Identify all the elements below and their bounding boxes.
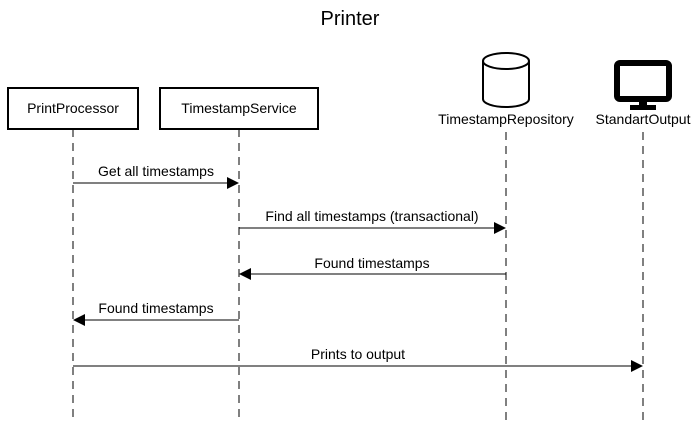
database-icon bbox=[482, 52, 530, 108]
monitor-icon bbox=[614, 60, 672, 110]
message-found-timestamps-repo: Found timestamps bbox=[239, 255, 506, 280]
participant-label: TimestampRepository bbox=[438, 111, 574, 127]
message-label: Find all timestamps (transactional) bbox=[265, 208, 478, 224]
message-found-timestamps-service: Found timestamps bbox=[73, 300, 239, 326]
message-label: Get all timestamps bbox=[98, 163, 214, 179]
participant-standartoutput: StandartOutput bbox=[596, 60, 691, 127]
participant-timestamprepository: TimestampRepository bbox=[438, 52, 574, 127]
participant-label: PrintProcessor bbox=[27, 100, 119, 116]
message-prints-to-output: Prints to output bbox=[73, 346, 643, 372]
participant-label: TimestampService bbox=[181, 100, 297, 116]
message-get-all-timestamps: Get all timestamps bbox=[73, 163, 239, 189]
diagram-title: Printer bbox=[321, 8, 380, 30]
participant-printprocessor: PrintProcessor bbox=[7, 87, 139, 130]
message-find-all-timestamps: Find all timestamps (transactional) bbox=[239, 208, 506, 234]
message-label: Prints to output bbox=[311, 346, 405, 362]
participant-timestampservice: TimestampService bbox=[159, 87, 319, 130]
message-label: Found timestamps bbox=[98, 300, 213, 316]
participant-label: StandartOutput bbox=[596, 111, 691, 127]
message-label: Found timestamps bbox=[314, 255, 429, 271]
